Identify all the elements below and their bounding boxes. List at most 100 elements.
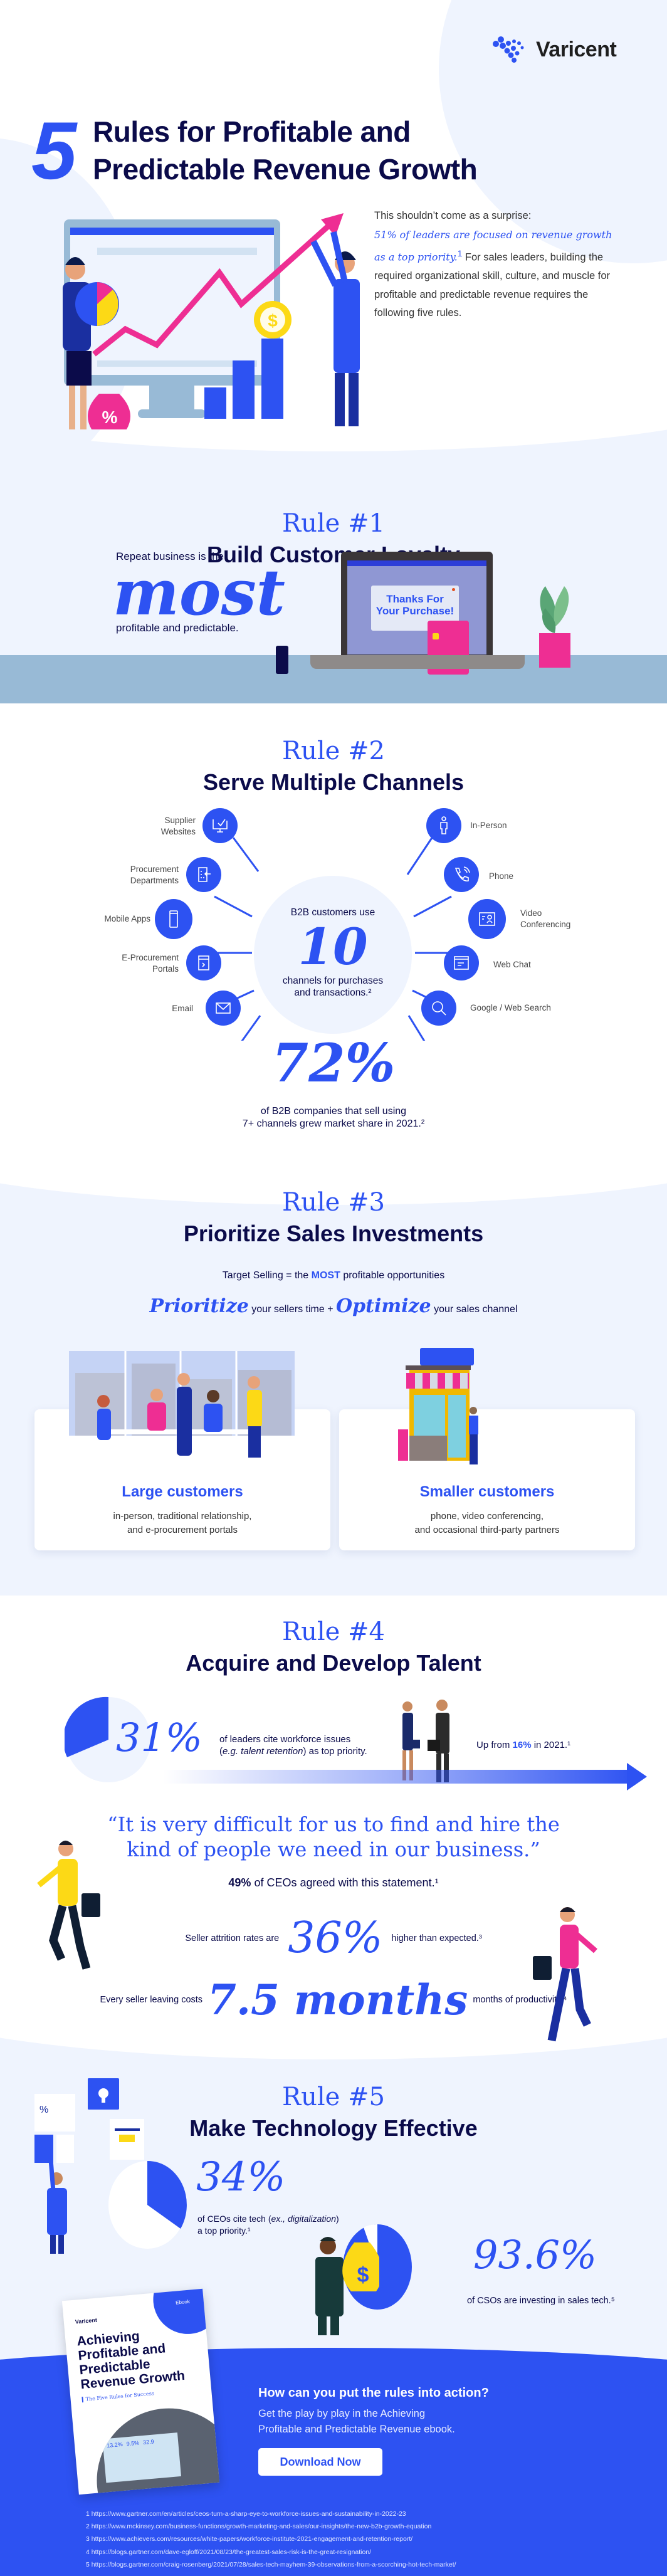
rule-title: Prioritize Sales Investments [183, 1221, 484, 1246]
rule1-lead: Repeat business is the [116, 550, 224, 562]
card-body: in-person, traditional relationship,and … [113, 1511, 252, 1535]
channels-hub: B2B customers use 10 channels for purcha… [254, 876, 412, 1034]
channel-label: In-Person [470, 821, 507, 830]
channel-label: Web Chat [493, 960, 531, 969]
channel-label: Phone [489, 871, 514, 881]
laptop-keyboard [310, 655, 525, 669]
intro-text: This shouldn’t come as a surprise: [374, 210, 532, 221]
ebook-cover[interactable]: Ebook Varicent Achieving Profitable and … [61, 2288, 220, 2495]
storefront-illustration [398, 1348, 478, 1464]
svg-text:%: % [39, 2105, 48, 2115]
hub-lead: B2B customers use [290, 907, 376, 918]
footnote-link[interactable]: 2 https://www.mckinsey.com/business-func… [86, 2523, 432, 2531]
rule1-highlight: most [113, 555, 285, 629]
page-title: Rules for Profitable and Predictable Rev… [93, 113, 478, 188]
mug [276, 646, 288, 674]
footnote-link[interactable]: 4 https://blogs.gartner.com/dave-egloff/… [86, 2548, 372, 2556]
rule4-stat1-caption: of leaders cite workforce issues (e.g. t… [219, 1734, 367, 1757]
business-walkers-illustration [402, 1700, 449, 1782]
target-selling-equation: Target Selling = the MOST profitable opp… [222, 1270, 445, 1281]
rule2-heading: Rule #2 Serve Multiple Channels [0, 737, 667, 796]
channel-e-procurement-portals [186, 945, 221, 980]
download-now-button[interactable]: Download Now [258, 2448, 382, 2476]
channel-supplier-websites [202, 808, 238, 843]
phone-icon [454, 866, 470, 881]
footnote-link[interactable]: 1 https://www.gartner.com/en/articles/ce… [86, 2510, 406, 2518]
rule5-heading: Rule #5 Make Technology Effective [0, 2083, 667, 2142]
svg-text:$: $ [357, 2263, 369, 2287]
varicent-logo[interactable]: Varicent [492, 36, 617, 63]
rule-title: Serve Multiple Channels [202, 769, 465, 795]
plant-illustration [539, 586, 570, 668]
popup-text: Thanks For [386, 593, 444, 605]
portal-window-icon [198, 955, 209, 970]
varicent-dots-icon [493, 36, 524, 63]
hub-tail: channels for purchases [282, 975, 384, 986]
svg-text:$: $ [268, 311, 278, 330]
title-line: Rules for Profitable and [93, 115, 411, 148]
office-team-illustration [69, 1351, 295, 1458]
rule-title: Make Technology Effective [189, 2115, 478, 2141]
rule4-heading: Rule #4 Acquire and Develop Talent [0, 1617, 667, 1676]
intro-text: For sales leaders, building the required… [374, 251, 611, 319]
hero-intro: This shouldn’t come as a surprise: 51% o… [374, 207, 625, 323]
footnote-link[interactable]: 5 https://blogs.gartner.com/craig-rosenb… [86, 2560, 456, 2568]
rule4-stat1-value: 31% [116, 1715, 202, 1760]
channel-label: Email [172, 1004, 193, 1013]
ceo-quote: “It is very difficult for us to find and… [107, 1812, 560, 1861]
card-body: phone, video conferencing,and occasional… [414, 1511, 560, 1535]
title-line: Predictable Revenue Growth [93, 153, 478, 186]
rule-title: Acquire and Develop Talent [186, 1650, 481, 1676]
pie-34-percent [108, 2160, 187, 2249]
tech-woman-illustration: % [34, 2078, 144, 2254]
cta-heading: How can you put the rules into action? [258, 2386, 489, 2400]
attrition-stat: Seller attrition rates are 36% higher th… [185, 1913, 482, 1963]
ebook-brand: Varicent [75, 2316, 98, 2325]
growth-chart-illustration: $ % [63, 213, 360, 429]
growth-arrow [163, 1770, 636, 1784]
channel-label: Google / Web Search [470, 1003, 551, 1012]
rule-title: Build Customer Loyalty [206, 542, 461, 567]
building-arrow-icon [198, 867, 211, 882]
video-card-icon [479, 912, 495, 926]
rule4-up-from: Up from 16% in 2021.¹ [476, 1740, 571, 1750]
envelope-icon [216, 1002, 231, 1014]
smartphone-icon [169, 910, 178, 928]
popup-text: Your Purchase! [376, 605, 454, 617]
rule1-tail: profitable and predictable. [116, 622, 239, 634]
rule-number: Rule #2 [281, 737, 386, 765]
ceo-agree-stat: 49% of CEOs agreed with this statement.¹ [228, 1876, 439, 1889]
rule-number: Rule #5 [281, 2083, 386, 2111]
prioritize-optimize-line: Prioritize your sellers time + Optimize … [149, 1295, 518, 1317]
runner-yellow-illustration [37, 1841, 100, 1970]
rule3-heading: Rule #3 Prioritize Sales Investments [0, 1188, 667, 1247]
rule5-stat2-value: 93.6% [473, 2232, 597, 2278]
channel-label: Mobile Apps [104, 914, 150, 923]
chat-window-icon [454, 956, 469, 970]
ebook-subtitle: The Five Rules for Success [81, 2390, 155, 2403]
card-smaller-customers: Smaller customers phone, video conferenc… [339, 1409, 635, 1550]
channel-procurement-departments [186, 857, 221, 892]
rule5-stat1-value: 34% [196, 2154, 286, 2200]
footnote-link[interactable]: 3 https://www.achievers.com/resources/wh… [86, 2535, 413, 2543]
arrow-head-icon [627, 1763, 647, 1790]
footnotes: 1 https://www.gartner.com/en/articles/ce… [86, 2508, 456, 2571]
runner-pink-illustration [533, 1907, 597, 2042]
close-dot-icon [452, 588, 455, 591]
man-money-bag-illustration: $ [315, 2237, 379, 2335]
channel-phone [444, 857, 479, 892]
channel-email [206, 991, 241, 1026]
ebook-title: Achieving Profitable and Predictable Rev… [76, 2328, 186, 2392]
svg-text:%: % [102, 407, 118, 427]
cta-body: Get the play by play in the Achieving Pr… [258, 2408, 455, 2435]
channel-web-chat [444, 945, 479, 980]
rule-number: Rule #4 [281, 1617, 386, 1646]
hero-number: 5 [31, 105, 77, 196]
rule-number: Rule #1 [281, 509, 386, 538]
intro-highlight: 51% of leaders are focused on revenue gr… [374, 228, 612, 263]
ebook-photo: 13.2%9.5%32.9 [90, 2402, 220, 2495]
card-title: Smaller customers [419, 1483, 555, 1500]
